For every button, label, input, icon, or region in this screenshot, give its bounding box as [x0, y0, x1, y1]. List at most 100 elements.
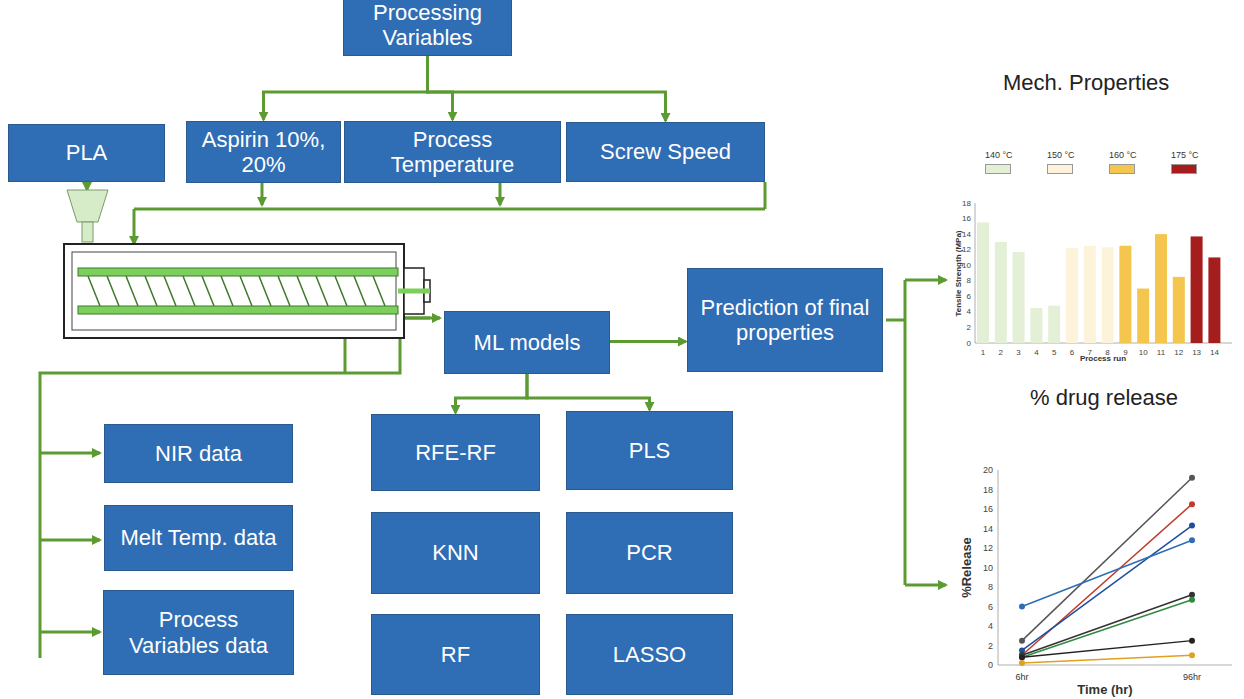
legend-text: 160 °C: [1109, 150, 1137, 160]
bar: [1013, 252, 1025, 343]
axis-label: 4: [1034, 348, 1038, 357]
axis-label: 16: [983, 504, 993, 514]
process-box: Process Variables data: [103, 590, 294, 675]
box-label: Processing Variables: [373, 0, 482, 50]
process-box: Processing Variables: [343, 0, 512, 56]
axis-label: 16: [962, 214, 971, 223]
bar: [977, 222, 989, 343]
bar: [995, 242, 1007, 343]
bar: [1030, 308, 1042, 343]
axis-label: 8: [1105, 348, 1109, 357]
axis-label: 14: [962, 230, 971, 239]
bar: [1084, 246, 1096, 343]
axis-label: 5: [1052, 348, 1056, 357]
axis-label: 18: [983, 485, 993, 495]
box-label: Prediction of final properties: [701, 295, 870, 345]
release-series: [1019, 523, 1195, 654]
axis-label: 4: [988, 621, 993, 631]
bar: [1048, 306, 1060, 343]
axis-label: 18: [962, 199, 971, 208]
release-series: [1019, 501, 1195, 658]
flow-arrow: [527, 374, 650, 410]
axis-label: Process run: [1080, 354, 1126, 363]
box-label: RF: [441, 642, 470, 667]
legend-text: 140 °C: [985, 150, 1013, 160]
process-flow-lines: [40, 182, 946, 658]
box-label: PLS: [629, 438, 671, 463]
process-box: RFE-RF: [371, 414, 540, 491]
bar: [1102, 247, 1114, 343]
process-box: LASSO: [566, 614, 733, 695]
axis-label: 3: [1016, 348, 1020, 357]
axis-label: 2: [967, 323, 971, 332]
box-label: PCR: [626, 540, 672, 565]
bar: [1155, 234, 1167, 343]
axis-label: 6hr: [1015, 672, 1028, 682]
axis-label: Tensile Strength (MPa): [954, 230, 963, 316]
box-label: Process Variables data: [129, 607, 268, 657]
flow-arrow: [428, 56, 666, 121]
release-series: [1019, 537, 1195, 609]
bar: [1173, 277, 1185, 343]
drug-release-chart: [998, 470, 1232, 666]
flow-arrow: [264, 56, 428, 119]
process-box: Screw Speed: [566, 122, 765, 182]
tensile-bar-chart: [975, 203, 1232, 343]
axis-label: 12: [983, 543, 993, 553]
box-label: Melt Temp. data: [120, 525, 276, 550]
box-label: RFE-RF: [415, 440, 496, 465]
chart-title: % drug release: [1030, 385, 1178, 411]
release-series: [1019, 652, 1195, 666]
axis-label: 8: [967, 276, 971, 285]
axis-label: 0: [988, 660, 993, 670]
extruder: [64, 190, 430, 338]
process-box: NIR data: [104, 424, 293, 483]
axis-label: %Release: [959, 537, 974, 598]
box-label: Aspirin 10%, 20%: [202, 127, 326, 177]
chart-title: Mech. Properties: [1003, 70, 1169, 96]
box-label: KNN: [432, 540, 478, 565]
axis-label: 10: [1139, 348, 1148, 357]
flow-arrow: [456, 374, 528, 413]
bar: [1191, 236, 1203, 343]
box-label: NIR data: [155, 441, 242, 466]
process-box: Aspirin 10%, 20%: [186, 121, 341, 184]
axis-label: 11: [1157, 348, 1165, 357]
axis-label: 10: [983, 563, 993, 573]
box-label: Screw Speed: [600, 139, 731, 164]
legend-text: 175 °C: [1171, 150, 1199, 160]
box-label: PLA: [66, 140, 108, 165]
legend-swatch: [1047, 164, 1073, 174]
release-series: [1019, 597, 1195, 661]
axis-label: 8: [988, 582, 993, 592]
axis-label: 13: [1192, 348, 1201, 357]
flow-arrow: [428, 56, 453, 119]
legend-swatch: [1109, 164, 1135, 174]
bar: [1066, 248, 1078, 343]
box-label: LASSO: [613, 642, 686, 667]
process-box: PCR: [566, 512, 733, 594]
release-series: [1019, 592, 1195, 658]
axis-label: 6: [988, 602, 993, 612]
box-label: Process Temperature: [391, 127, 515, 177]
axis-label: 96hr: [1183, 672, 1201, 682]
axis-label: 14: [983, 524, 993, 534]
process-box: ML models: [444, 311, 610, 374]
axis-label: 10: [962, 261, 971, 270]
process-box: Prediction of final properties: [687, 268, 883, 372]
axis-label: 6: [1070, 348, 1074, 357]
process-box: Process Temperature: [344, 121, 561, 184]
axis-label: 2: [999, 348, 1003, 357]
axis-label: 1: [981, 348, 985, 357]
legend-text: 150 °C: [1047, 150, 1075, 160]
axis-label: 4: [967, 307, 971, 316]
process-box: Melt Temp. data: [104, 505, 293, 571]
axis-label: 0: [967, 339, 971, 348]
process-box: PLS: [566, 411, 733, 490]
box-label: ML models: [474, 330, 581, 355]
axis-label: 2: [988, 641, 993, 651]
release-series: [1019, 475, 1195, 644]
legend-swatch: [1171, 164, 1197, 174]
axis-label: 6: [967, 292, 971, 301]
bar: [1119, 246, 1131, 343]
